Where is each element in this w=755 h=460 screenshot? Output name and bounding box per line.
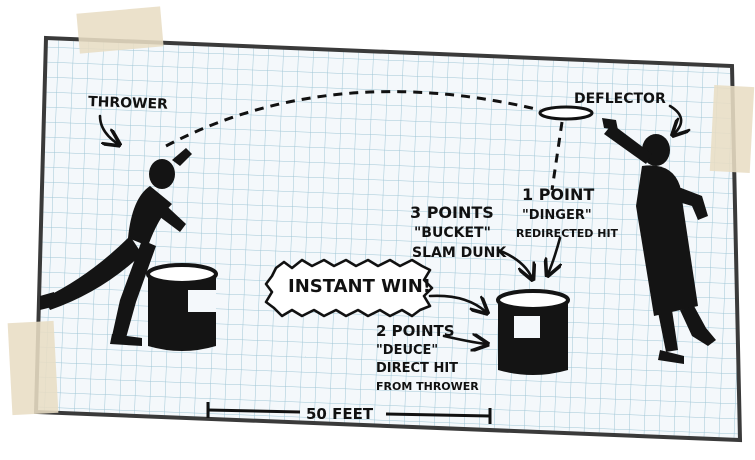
flying-disc bbox=[538, 105, 594, 121]
tape-bottom-left bbox=[7, 320, 59, 416]
distance-bar bbox=[206, 402, 492, 424]
left-bucket bbox=[146, 263, 218, 351]
deflection-path bbox=[550, 121, 564, 191]
slam-dunk-label: SLAM DUNK bbox=[412, 245, 507, 261]
deflector-arrow bbox=[670, 104, 681, 134]
deuce-arrow bbox=[442, 336, 486, 344]
dinger-arrow bbox=[548, 236, 560, 274]
one-point-label: 1 POINT bbox=[522, 185, 594, 204]
from-thrower-label: FROM THROWER bbox=[376, 380, 479, 393]
right-bucket bbox=[496, 289, 570, 375]
three-points-label: 3 POINTS bbox=[410, 203, 494, 222]
thrower-silhouette bbox=[40, 148, 192, 346]
direct-hit-label: DIRECT HIT bbox=[376, 361, 458, 376]
deuce-label: "DEUCE" bbox=[376, 343, 438, 358]
dinger-label: "DINGER" bbox=[522, 208, 592, 223]
distance-label: 50 FEET bbox=[306, 405, 374, 423]
deflector-silhouette bbox=[602, 118, 716, 364]
deflector-label: DEFLECTOR bbox=[574, 91, 666, 107]
instant-win-label: INSTANT WIN! bbox=[288, 276, 431, 297]
bucket-label: "BUCKET" bbox=[414, 225, 491, 241]
instant-win-burst bbox=[264, 258, 434, 318]
two-points-label: 2 POINTS bbox=[376, 322, 455, 340]
instant-win-arrow bbox=[428, 294, 486, 312]
thrower-label: THROWER bbox=[88, 94, 168, 113]
tape-right bbox=[709, 85, 755, 173]
redirected-hit-label: REDIRECTED HIT bbox=[516, 227, 619, 240]
bucket-arrow bbox=[496, 248, 532, 278]
thrower-arrow bbox=[98, 114, 118, 144]
tape-top-left bbox=[76, 6, 164, 54]
flight-path bbox=[165, 90, 541, 148]
